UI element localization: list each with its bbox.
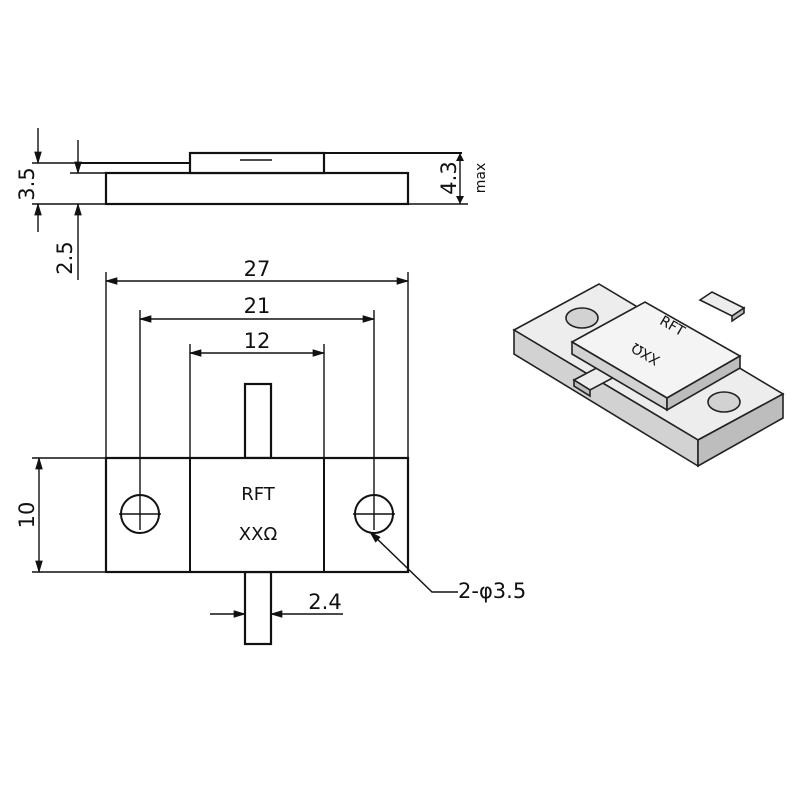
side-view-body — [188, 151, 326, 175]
top-view-tab-upper — [243, 382, 273, 460]
top-view-marking-rft: RFT — [241, 484, 276, 505]
hole-callout-label: 2-φ3.5 — [458, 579, 526, 603]
dim-label-21: 21 — [244, 294, 271, 318]
side-view: 3.5 2.5 4.3 max — [15, 128, 489, 280]
iso-flange-right — [697, 392, 784, 468]
side-view-flange — [104, 171, 410, 206]
dim-arrow-4-3-bottom — [456, 196, 464, 204]
dim-label-2-4: 2.4 — [308, 590, 341, 614]
dim-label-12: 12 — [244, 329, 271, 353]
top-view-tab-lower — [243, 570, 273, 646]
top-view: RFT XXΩ 27 21 12 10 2.4 2-φ3.5 — [15, 257, 526, 646]
dim-label-3-5: 3.5 — [15, 167, 39, 200]
hole-callout-leader — [369, 531, 458, 593]
iso-tab-upper-edge — [731, 306, 745, 323]
dim-arrow-4-3-top — [456, 153, 464, 161]
dim-label-10: 10 — [15, 502, 39, 529]
dim-label-4-3: 4.3 — [437, 161, 461, 194]
iso-hole-left — [565, 307, 599, 329]
isometric-view: RFT XXΩ — [512, 283, 785, 468]
top-view-marking-ohm: XXΩ — [239, 524, 278, 545]
iso-hole-right — [707, 391, 741, 413]
iso-tab-lower-edge — [573, 378, 591, 398]
iso-body-right — [666, 354, 741, 412]
dim-label-27: 27 — [244, 257, 271, 281]
dim-label-2-5: 2.5 — [53, 241, 77, 274]
top-view-flange — [104, 456, 410, 574]
dim-label-4-3-max: max — [473, 163, 489, 194]
